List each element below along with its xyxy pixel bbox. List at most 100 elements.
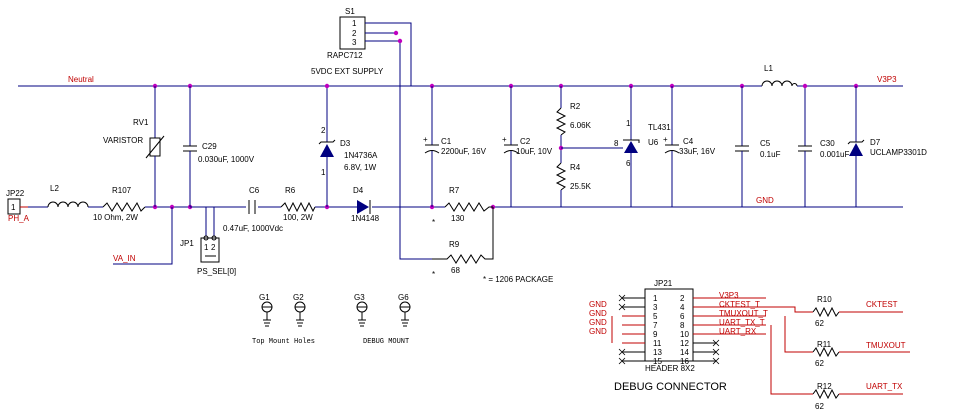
- header-pin-right-2: 2: [680, 294, 685, 303]
- c2-ref: C2: [520, 137, 531, 146]
- tmuxout-net-label: TMUXOUT: [866, 341, 906, 350]
- capacitor-c2: + C2 10uF, 10V: [502, 86, 553, 207]
- switch-s1: S1 1 2 3 RAPC712 5VDC EXT SUPPLY: [311, 7, 432, 260]
- c2-plus: +: [502, 135, 507, 144]
- r7-value: 130: [451, 214, 465, 223]
- capacitor-c6: C6 0.47uF, 1000Vdc: [223, 186, 283, 233]
- debug-connector-title: DEBUG CONNECTOR: [614, 381, 727, 393]
- no-connect-marker: [712, 339, 720, 347]
- jp22-ref: JP22: [6, 189, 25, 198]
- c6-ref: C6: [249, 186, 260, 195]
- resistor-r12: R12 62 UART_TX: [812, 382, 903, 411]
- d7-part: UCLAMP3301D: [870, 148, 927, 157]
- mount-hole-g2: G2: [293, 293, 306, 327]
- r7-star: *: [432, 218, 435, 227]
- r12-ref: R12: [817, 382, 832, 391]
- rv1-ref: RV1: [133, 118, 149, 127]
- u6-pin-6: 6: [626, 159, 631, 168]
- v3p3-net-label: V3P3: [877, 75, 897, 84]
- c29-ref: C29: [202, 142, 217, 151]
- resistor-r6: R6 100, 2W: [280, 186, 316, 222]
- u6-part: TL431: [648, 123, 671, 132]
- header-pin-left-13: 13: [653, 348, 662, 357]
- capacitor-c1: + C1 2200uF, 16V: [423, 86, 487, 207]
- c6-value: 0.47uF, 1000Vdc: [223, 224, 283, 233]
- r6-ref: R6: [285, 186, 296, 195]
- s1-pin-1: 1: [352, 19, 357, 28]
- header-pin-right-14: 14: [680, 348, 689, 357]
- header-pin-left-3: 3: [653, 303, 658, 312]
- c30-ref: C30: [820, 139, 835, 148]
- jumper-jp1: 1 2 JP1 PS_SEL[0]: [180, 206, 246, 276]
- r9-ref: R9: [449, 240, 460, 249]
- c4-ref: C4: [683, 137, 694, 146]
- c4-value: 33uF, 16V: [679, 147, 716, 156]
- inductor-l1: L1: [761, 64, 798, 87]
- r107-ref: R107: [112, 186, 132, 195]
- no-connect-marker: [618, 294, 626, 302]
- mount-g2-label: G2: [293, 293, 304, 302]
- rv1-value: VARISTOR: [103, 136, 143, 145]
- c1-ref: C1: [441, 137, 452, 146]
- s1-value: RAPC712: [327, 51, 363, 60]
- gnd-net-label: GND: [756, 196, 774, 205]
- left-net-gnd-4: GND: [589, 327, 607, 336]
- varistor-rv1: RV1 VARISTOR: [103, 86, 165, 207]
- uart-tx-net-label: UART_TX: [866, 382, 903, 391]
- mount-hole-g1: G1: [259, 293, 273, 327]
- resistor-r10: R10 62 CKTEST: [812, 295, 903, 328]
- capacitor-c5: C5 0.1uF: [735, 86, 781, 207]
- r11-value: 62: [815, 359, 824, 368]
- right-net-v3p3: V3P3: [719, 291, 739, 300]
- header-pin-right-12: 12: [680, 339, 689, 348]
- mount-g6-label: G6: [398, 293, 409, 302]
- r6-value: 100, 2W: [283, 213, 313, 222]
- cktest-net-label: CKTEST: [866, 300, 898, 309]
- c1-value: 2200uF, 16V: [441, 147, 487, 156]
- c30-value: 0.001uF: [820, 150, 849, 159]
- left-net-gnd-3: GND: [589, 318, 607, 327]
- left-net-gnd-1: GND: [589, 300, 607, 309]
- ext-supply-label: 5VDC EXT SUPPLY: [311, 67, 384, 76]
- right-net-uart-tx-t: UART_TX_T: [719, 318, 765, 327]
- c4-plus: +: [663, 135, 668, 144]
- header-pin-right-10: 10: [680, 330, 689, 339]
- left-net-gnd-2: GND: [589, 309, 607, 318]
- s1-pin-2: 2: [352, 29, 357, 38]
- mount-hole-g6: G6: [398, 293, 411, 327]
- no-connect-marker: [618, 303, 626, 311]
- va-in-net: VA_IN: [113, 207, 173, 265]
- r10-ref: R10: [817, 295, 832, 304]
- c2-value: 10uF, 10V: [516, 147, 553, 156]
- r2-value: 6.06K: [570, 121, 592, 130]
- r7-ref: R7: [449, 186, 460, 195]
- d3-ref: D3: [340, 139, 351, 148]
- resistor-r9: R9 68 * * = 1206 PACKAGE: [432, 207, 553, 284]
- capacitor-c29: C29 0.030uF, 1000V: [183, 86, 255, 207]
- header-pin-left-7: 7: [653, 321, 658, 330]
- diode-d4: D4 1N4148: [351, 186, 380, 223]
- no-connect-marker: [712, 348, 720, 356]
- r4-value: 25.5K: [570, 182, 592, 191]
- r107-value: 10 Ohm, 2W: [93, 213, 138, 222]
- r2-ref: R2: [570, 102, 581, 111]
- inductor-l2: L2: [47, 184, 89, 208]
- no-connect-marker: [618, 348, 626, 356]
- r11-ref: R11: [817, 340, 832, 349]
- mount-g3-label: G3: [354, 293, 365, 302]
- d4-part: 1N4148: [351, 214, 380, 223]
- u6-ref: U6: [648, 138, 659, 147]
- zener-d3: 2 1 D3 1N4736A 6.8V, 1W: [318, 83, 378, 207]
- jp22-pin: 1: [11, 203, 16, 212]
- header-pin-right-4: 4: [680, 303, 685, 312]
- va-in-net-label: VA_IN: [113, 254, 136, 263]
- s1-pin-3: 3: [352, 38, 357, 47]
- no-connect-marker: [618, 357, 626, 365]
- jp1-pin-1: 1: [204, 243, 209, 252]
- mount-hole-g3: G3: [354, 293, 368, 327]
- header-pin-left-9: 9: [653, 330, 658, 339]
- s1-ref: S1: [345, 7, 355, 16]
- right-net-uart-rx: UART_RX: [719, 327, 757, 336]
- header-pin-right-8: 8: [680, 321, 685, 330]
